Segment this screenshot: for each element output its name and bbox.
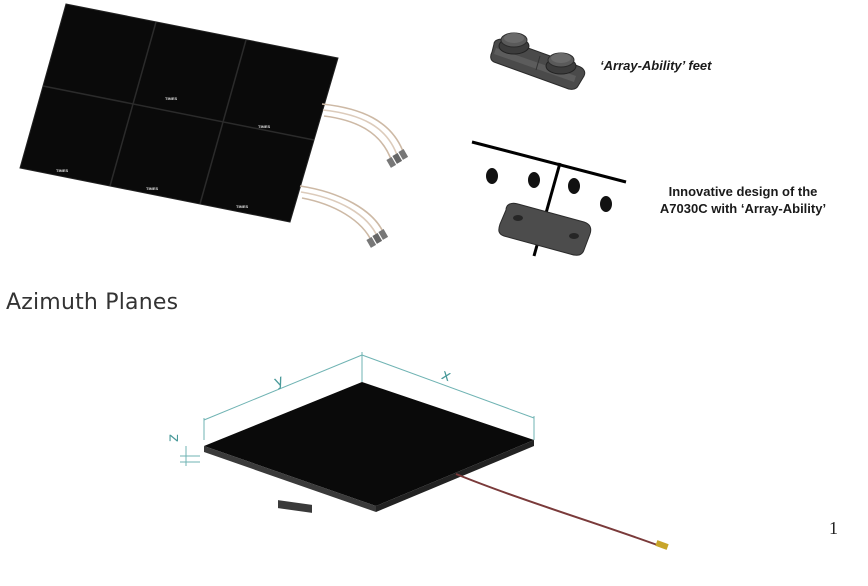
array-cables-lower (299, 185, 385, 243)
page-number: 1 (829, 518, 838, 538)
mounting-hole-icon (486, 168, 498, 184)
tile-logo-icon: TIMES (146, 186, 159, 191)
dimension-label-z: z (164, 434, 182, 442)
tile-logo-icon: TIMES (236, 204, 249, 209)
antenna-array-image: TIMES TIMES TIMES TIMES TIMES (19, 3, 409, 248)
array-ability-foot-image (490, 32, 586, 90)
azimuth-plane-antenna-image: y x z (164, 352, 669, 550)
design-caption: Innovative design of the A7030C with ‘Ar… (628, 183, 858, 217)
feet-caption: ‘Array-Ability’ feet (600, 58, 712, 73)
tile-logo-icon: TIMES (56, 168, 69, 173)
design-caption-line1: Innovative design of the (668, 184, 818, 199)
design-caption-line2: A7030C with ‘Array-Ability’ (659, 201, 827, 216)
panel-logo-icon (278, 500, 312, 513)
array-cables-upper (321, 103, 405, 163)
mounting-hole-icon (600, 196, 612, 212)
array-design-diagram (471, 140, 627, 257)
mounting-hole-icon (528, 172, 540, 188)
dimension-lines (180, 352, 535, 466)
tile-logo-icon: TIMES (165, 96, 178, 101)
dimension-label-y: y (272, 371, 287, 391)
section-title: Azimuth Planes (6, 290, 179, 315)
dimension-label-x: x (439, 365, 454, 385)
mounting-hole-icon (568, 178, 580, 194)
antenna-cable (455, 473, 661, 547)
connector-icon (655, 540, 669, 550)
tile-logo-icon: TIMES (258, 124, 271, 129)
